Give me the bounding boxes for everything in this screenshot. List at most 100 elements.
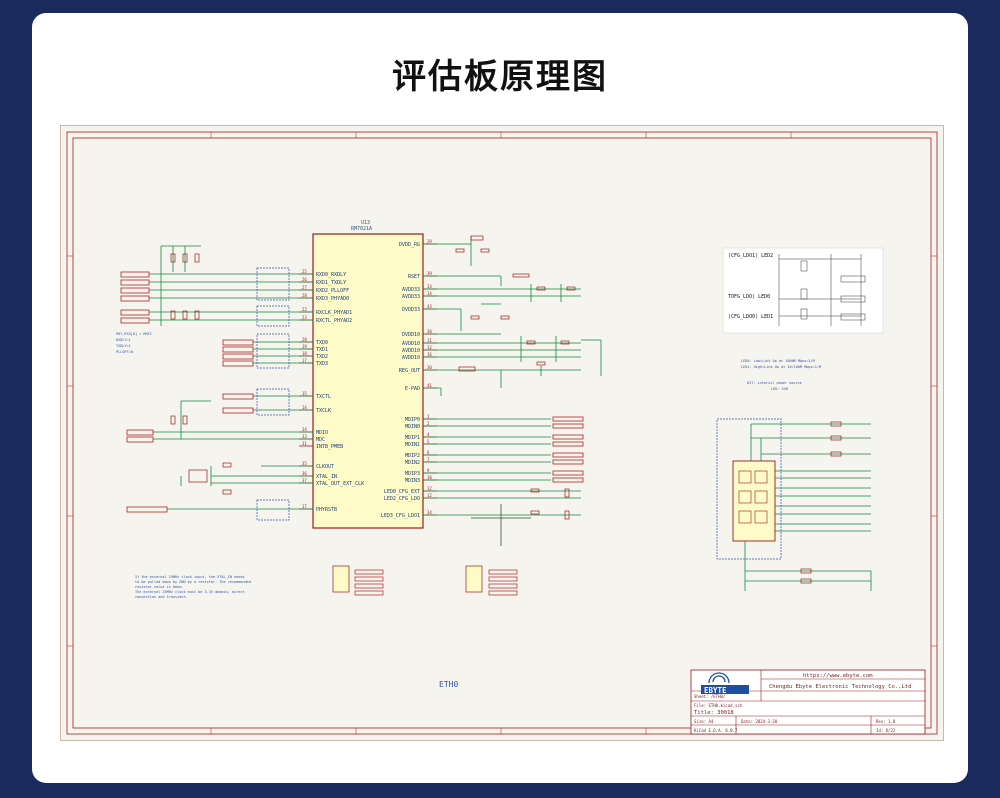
ic-right-pin-number: 34 — [427, 510, 432, 515]
ic-right-pin-number: 13 — [427, 284, 432, 289]
main-ic-body — [312, 233, 424, 529]
main-ic-ref: U13 — [361, 220, 370, 226]
ic-right-pin-name: MDIN3 — [405, 478, 420, 484]
svg-text:LED: 2UH: LED: 2UH — [771, 387, 788, 391]
svg-text:DIT: intersil power source: DIT: intersil power source — [747, 381, 802, 385]
svg-text:(CFG_LDO0) LED1: (CFG_LDO0) LED1 — [728, 314, 773, 320]
ic-left-pin-number: 15 — [302, 391, 307, 396]
ic-left-pin-name: INTB_PMEB — [316, 444, 343, 450]
ic-left-pin-number: 36 — [302, 471, 307, 476]
svg-text:TXDLY=1: TXDLY=1 — [116, 344, 131, 348]
ic-right-pin-number: 16 — [427, 352, 432, 357]
ic-left-pin-name: CLKOUT — [316, 464, 334, 470]
title-tool: KiCad E.D.A. 8.0.7 — [694, 728, 738, 733]
title-id: Id: 8/22 — [876, 728, 896, 733]
ic-right-pin-number: 30 — [427, 365, 432, 370]
ic-left-pin-number: 17 — [302, 358, 307, 363]
ic-left-pin-number: 23 — [302, 315, 307, 320]
ic-right-pin-name: MDIP0 — [405, 417, 420, 423]
svg-text:(CFG_LDO1) LED2: (CFG_LDO1) LED2 — [728, 253, 773, 259]
ic-left-pin-name: TXD1 — [316, 347, 328, 353]
title-date: Date: 2024-3-28 — [741, 719, 778, 724]
ic-right-pin-number: 11 — [427, 338, 432, 343]
ic-right-pin-number: 9 — [427, 468, 430, 473]
title-block: EBYTE https://www.ebyte.com Chengdu Ebyt… — [690, 669, 926, 735]
ic-left-pin-name: RXD2_PLLOFF — [316, 288, 349, 294]
ic-left-pin-name: RXCLK_PHYAD1 — [316, 310, 352, 316]
ic-left-pin-number: 14 — [302, 405, 307, 410]
ic-right-pin-name: LED2_CFG_LDO — [384, 496, 420, 502]
ic-left-pin-number: 20 — [302, 337, 307, 342]
title-sheet: Sheet: /ETH0/ — [694, 694, 726, 699]
ic-right-pin-number: 41 — [427, 383, 432, 388]
ic-right-pin-number: 4 — [427, 432, 430, 437]
ic-right-pin-number: 14 — [427, 291, 432, 296]
ic-left-pin-number: 35 — [302, 461, 307, 466]
ic-right-pin-name: MDIN1 — [405, 442, 420, 448]
ic-left-pin-name: TXCTL — [316, 394, 331, 400]
title-company: Chengdu Ebyte Electronic Technology Co.,… — [769, 684, 911, 690]
logo-text: EBYTE — [704, 686, 727, 695]
ic-right-pin-name: AVDD33 — [402, 294, 420, 300]
ic-right-pin-name: DVDD33 — [402, 307, 420, 313]
ic-left-pin-name: XTAL_OUT_EXT_CLK — [316, 481, 364, 487]
ic-right-pin-number: 7 — [427, 457, 430, 462]
ic-left-pin-name: XTAL_IN — [316, 474, 337, 480]
svg-text:RXDLY=1: RXDLY=1 — [116, 338, 131, 342]
ic-left-pin-name: MDC — [316, 437, 325, 443]
ic-left-pin-number: 34 — [302, 427, 307, 432]
ic-right-pin-name: MDIP3 — [405, 471, 420, 477]
ic-left-pin-number: 17 — [302, 504, 307, 509]
ic-left-pin-number: 31 — [302, 441, 307, 446]
ic-left-pin-name: MDIO — [316, 430, 328, 436]
ic-left-pin-number: 28 — [302, 293, 307, 298]
ic-right-pin-number: 10 — [427, 475, 432, 480]
ic-right-pin-number: 12 — [427, 345, 432, 350]
left-net-labels — [120, 271, 254, 513]
ic-left-pin-number: 27 — [302, 285, 307, 290]
ic-right-pin-name: AVDD10 — [402, 341, 420, 347]
ic-right-pin-name: RSET — [408, 274, 420, 280]
ic-left-pin-number: 26 — [302, 277, 307, 282]
svg-text:PHY_RSG[0] = RMII: PHY_RSG[0] = RMII — [116, 332, 152, 336]
page-title: 评估板原理图 — [392, 57, 608, 97]
svg-text:resistor value is 0ohm.: resistor value is 0ohm. — [135, 585, 183, 589]
svg-text:If the external 25MHz clock in: If the external 25MHz clock input, the X… — [135, 575, 245, 579]
ic-left-pin-number: 25 — [302, 269, 307, 274]
ic-left-pin-number: 22 — [302, 307, 307, 312]
title-rev: Rev: 1.0 — [876, 719, 896, 724]
svg-text:to be pulled down by GND by a: to be pulled down by GND by a resistor. … — [135, 580, 251, 584]
ic-right-pin-name: E-PAD — [405, 386, 420, 392]
title-title: Title: 30018 — [694, 710, 734, 716]
ic-left-pin-name: TXD0 — [316, 340, 328, 346]
ic-right-pin-number: 30 — [427, 329, 432, 334]
ic-left-pin-name: RXD3_PHYAD0 — [316, 296, 349, 302]
svg-text:LED1: High=Link Up at 10/100M: LED1: High=Link Up at 10/100M Mbps=1/M — [741, 365, 821, 369]
ic-left-pin-name: RXD0_RXDLY — [316, 272, 346, 278]
schematic-drawing: U13 RM7021A RXD0_RXDLY25RXD1_TXDLY26RXD2… — [66, 131, 938, 735]
ic-right-pin-name: LED3_CFG_LDO1 — [381, 513, 420, 519]
ic-right-pin-number: 43 — [427, 304, 432, 309]
ic-right-pin-name: MDIN0 — [405, 424, 420, 430]
ic-right-pin-number: 12 — [427, 493, 432, 498]
main-ic-part: RM7021A — [351, 226, 372, 232]
ic-right-pin-name: AVDD33 — [402, 287, 420, 293]
ic-right-pin-number: 5 — [427, 439, 430, 444]
title-url: https://www.ebyte.com — [803, 673, 873, 679]
ic-left-pin-name: TXCLK — [316, 408, 331, 414]
ic-right-pin-name: AVDD10 — [402, 355, 420, 361]
resistor-arrays — [256, 267, 290, 521]
ic-right-pin-number: 39 — [427, 271, 432, 276]
ic-right-pin-name: REG_OUT — [399, 368, 420, 374]
ic-right-pin-number: 29 — [427, 239, 432, 244]
ic-right-pin-name: MDIP2 — [405, 453, 420, 459]
svg-text:LED0: Low=Link Up at 1000M Mbp: LED0: Low=Link Up at 1000M Mbps=1/M — [741, 359, 815, 363]
ic-left-pin-name: TXD3 — [316, 361, 328, 367]
ic-right-pin-name: DVDD10 — [402, 332, 420, 338]
ic-right-pin-number: 1 — [427, 414, 430, 419]
ic-left-pin-number: 33 — [302, 434, 307, 439]
svg-text:connection and transient.: connection and transient. — [135, 595, 188, 599]
ic-right-pin-number: 6 — [427, 450, 430, 455]
ic-left-pin-number: 18 — [302, 351, 307, 356]
